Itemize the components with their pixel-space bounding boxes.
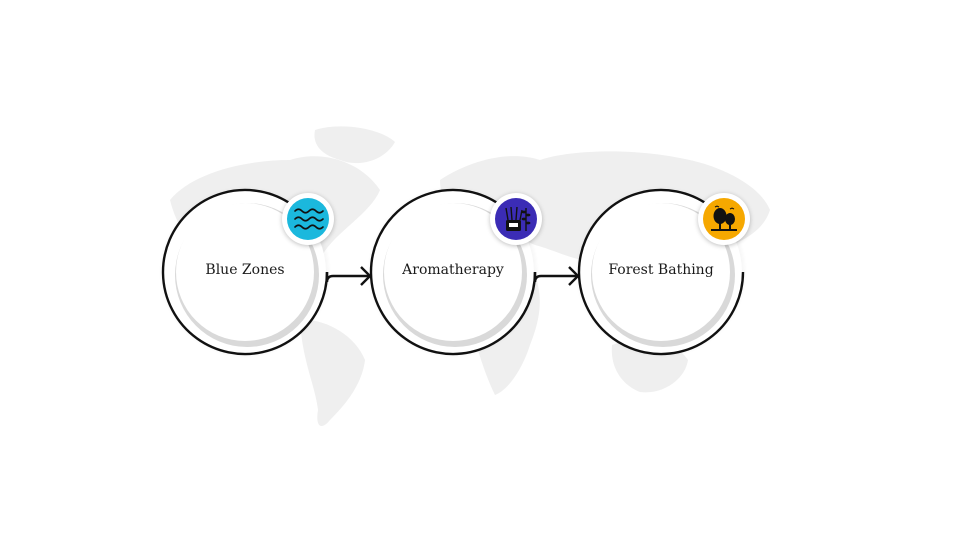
forest-trees-icon — [710, 205, 737, 232]
node-ring — [369, 188, 537, 356]
waves-icon — [294, 208, 324, 230]
step-label: Forest Bathing — [608, 262, 714, 278]
connector-arrowhead — [360, 266, 372, 286]
step-label: Aromatherapy — [402, 262, 504, 278]
node-ring — [577, 188, 745, 356]
step-label: Blue Zones — [205, 262, 285, 278]
node-ring — [161, 188, 329, 356]
badge-fill — [702, 198, 745, 241]
inner-circle — [176, 203, 314, 341]
reed-diffuser-icon — [505, 207, 531, 232]
badge-fill — [286, 198, 329, 241]
step-badge — [281, 193, 334, 246]
connector-arrowhead — [568, 266, 580, 286]
connector-line — [325, 272, 369, 283]
step-badge — [489, 193, 542, 246]
inner-circle — [384, 203, 522, 341]
connector-line — [533, 272, 577, 283]
step-badge — [697, 193, 750, 246]
inner-circle — [592, 203, 730, 341]
badge-fill — [494, 198, 537, 241]
arrows-layer — [325, 266, 580, 286]
